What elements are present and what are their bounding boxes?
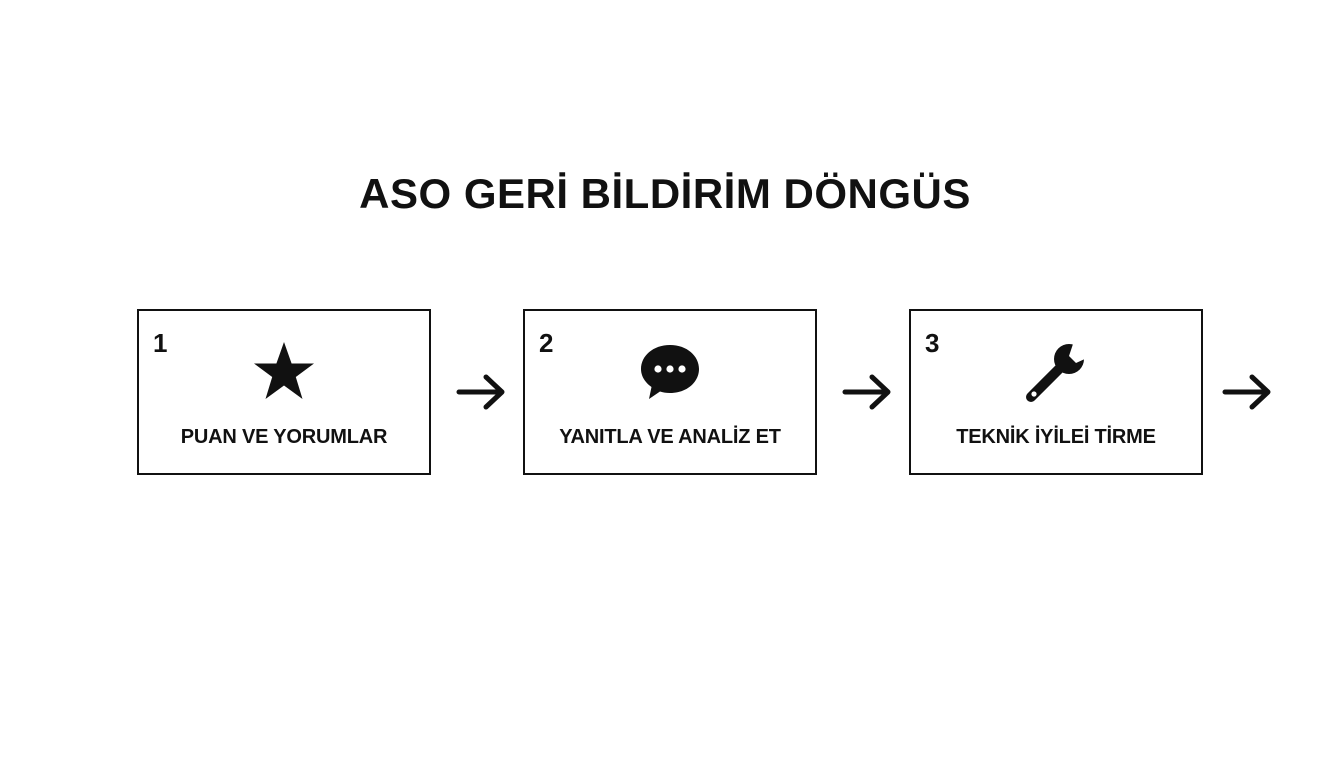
step-number: 3	[925, 328, 940, 358]
wrench-icon	[1021, 337, 1091, 407]
arrow-right-icon	[842, 371, 894, 413]
arrow-right-icon	[456, 371, 508, 413]
step-label: TEKNİK İYİLEİ TİRME	[956, 426, 1156, 448]
step-label: PUAN VE YORUMLAR	[180, 426, 388, 448]
star-icon	[249, 337, 319, 407]
step-number: 1	[153, 328, 168, 358]
step-number: 2	[539, 328, 554, 358]
diagram-title: ASO GERİ BİLDİRİM DÖNGÜS	[359, 170, 971, 217]
step-box-1: 1 PUAN VE YORUMLAR	[137, 309, 431, 475]
chat-bubble-icon	[635, 337, 705, 407]
arrow-right-icon	[1222, 371, 1274, 413]
step-box-3: 3 TEKNİK İYİLEİ TİRME	[909, 309, 1203, 475]
step-box-2: 2 YANITLA VE ANALİZ ET	[523, 309, 817, 475]
step-label: YANITLA VE ANALİZ ET	[559, 426, 781, 448]
